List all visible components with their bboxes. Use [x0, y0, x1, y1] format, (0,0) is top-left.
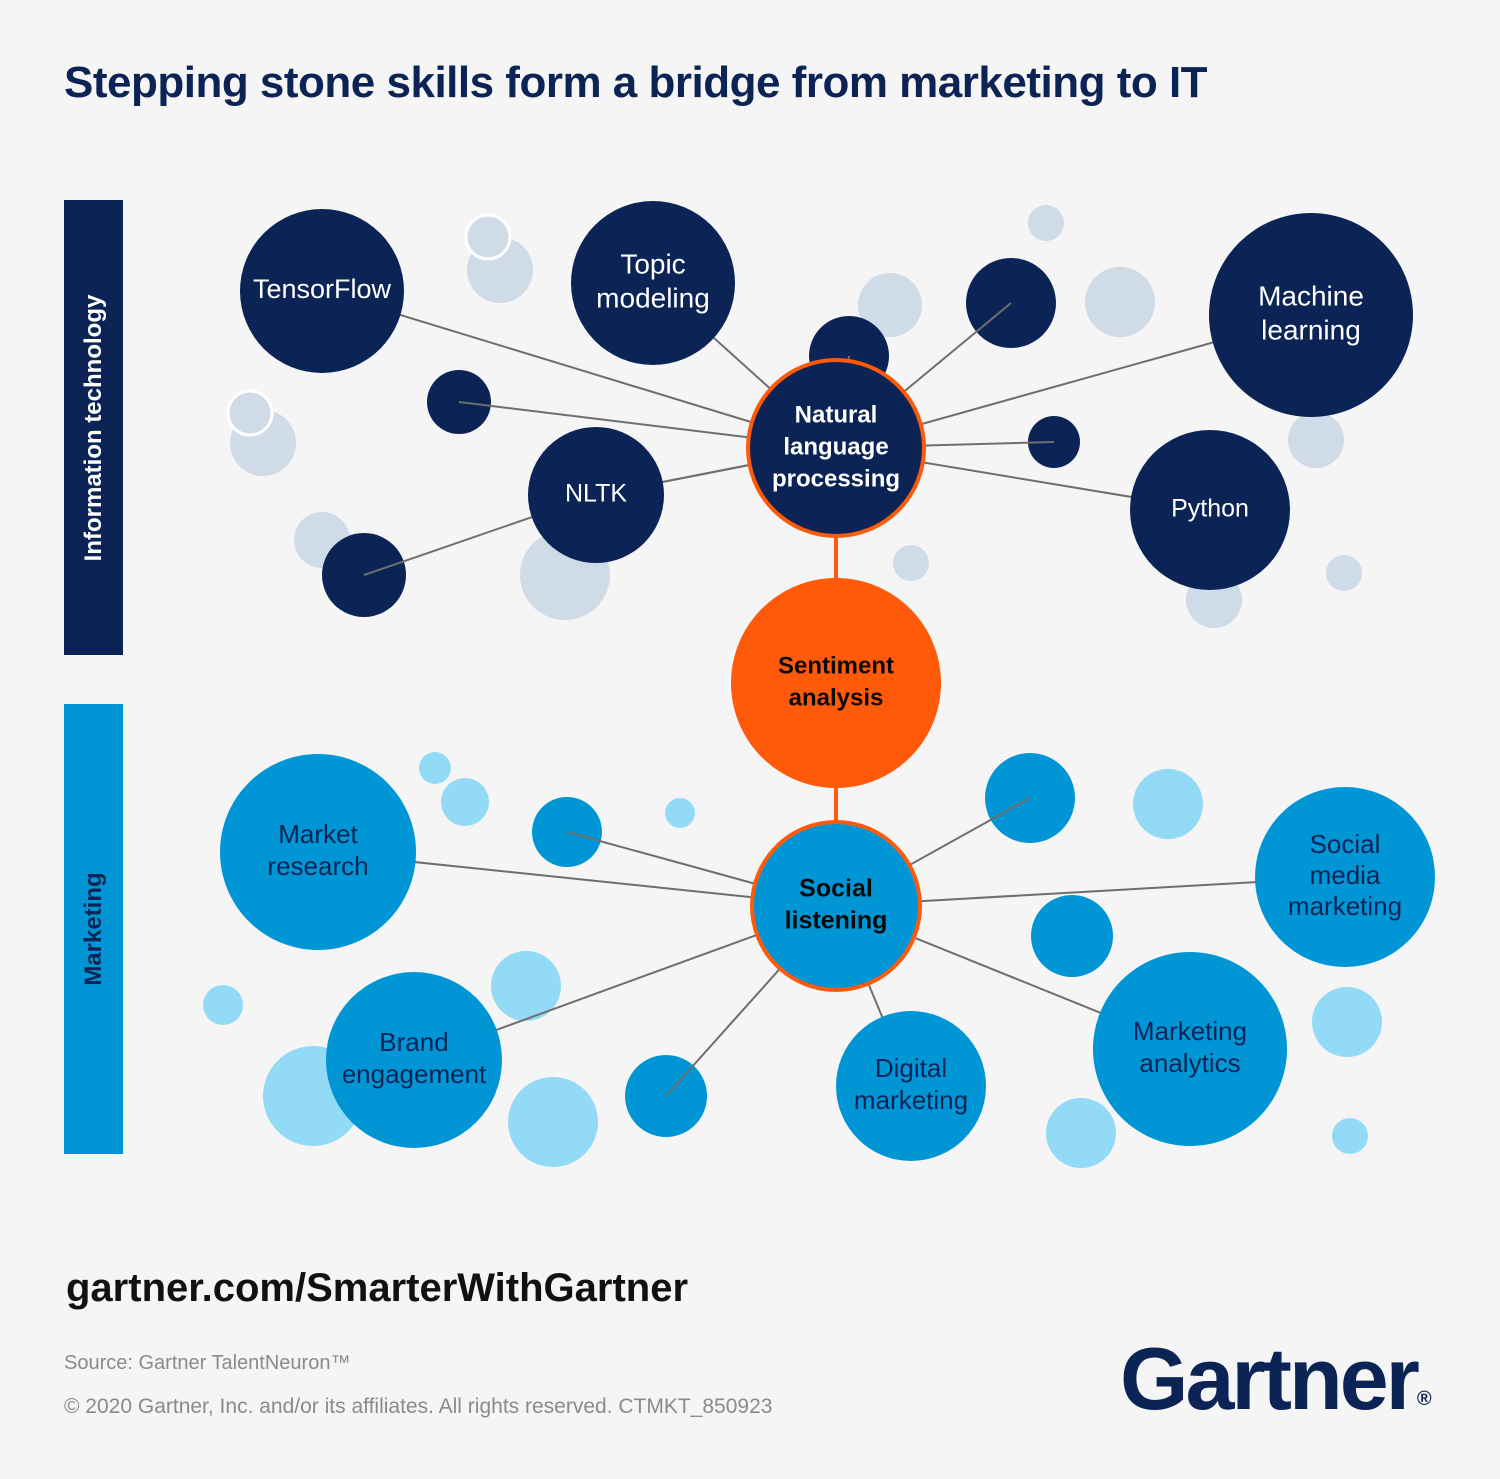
- satellite-circle-22: [203, 985, 243, 1025]
- node-label-analytics-1: analytics: [1139, 1048, 1240, 1078]
- node-circle-market-research: [220, 754, 416, 950]
- band-marketing: Marketing: [64, 704, 123, 1154]
- node-circle-sentiment: [731, 578, 941, 788]
- node-circle-ml: [1209, 213, 1413, 417]
- node-label-brand-0: Brand: [379, 1027, 448, 1057]
- satellite-circle-19: [441, 778, 489, 826]
- satellite-circle-6: [858, 273, 922, 337]
- node-label-topic-0: Topic: [620, 248, 685, 279]
- node-circle-tensorflow: [240, 209, 404, 373]
- satellite-circle-23: [491, 951, 561, 1021]
- node-label-brand-1: engagement: [342, 1059, 487, 1089]
- satellite-circle-12: [893, 545, 929, 581]
- gartner-logo: Gartner®: [1120, 1335, 1432, 1423]
- copyright-note: © 2020 Gartner, Inc. and/or its affiliat…: [64, 1395, 773, 1418]
- node-label-tensorflow-0: TensorFlow: [253, 274, 392, 304]
- node-label-market-research-1: research: [267, 851, 368, 881]
- node-circle-social: [750, 820, 922, 992]
- node-nlp: Natural language processing: [746, 358, 926, 538]
- node-label-digital-0: Digital: [875, 1053, 947, 1083]
- node-label-nltk-0: NLTK: [565, 480, 627, 508]
- satellite-circle-11: [1326, 555, 1362, 591]
- node-tensorflow: TensorFlow: [240, 209, 404, 373]
- source-note: Source: Gartner TalentNeuron™: [64, 1352, 351, 1374]
- node-label-social-0: Social: [799, 875, 873, 903]
- node-label-ml-1: learning: [1261, 314, 1361, 345]
- node-label-sentiment-1: analysis: [789, 684, 884, 711]
- satellite-circle-18: [419, 752, 451, 784]
- node-python: Python: [1130, 430, 1290, 590]
- node-nltk: NLTK: [528, 427, 664, 563]
- satellite-circle-1: [464, 213, 512, 261]
- node-label-ml-0: Machine: [1258, 280, 1364, 311]
- satellite-circle-26: [1046, 1098, 1116, 1168]
- node-label-digital-1: marketing: [854, 1085, 968, 1115]
- satellite-circle-7: [1028, 205, 1064, 241]
- node-label-nlp-0: Natural: [795, 401, 878, 428]
- band-information-technology: Information technology: [64, 200, 123, 655]
- satellite-circle-31: [1031, 895, 1113, 977]
- node-label-smm-0: Social: [1310, 829, 1381, 859]
- node-label-smm-1: media: [1310, 860, 1381, 890]
- node-label-nlp-1: language: [783, 433, 888, 460]
- satellite-circle-9: [1288, 412, 1344, 468]
- node-label-market-research-0: Market: [278, 819, 358, 849]
- registered-mark: ®: [1416, 1388, 1432, 1410]
- node-label-python-0: Python: [1171, 495, 1249, 523]
- node-label-smm-2: marketing: [1288, 891, 1402, 921]
- node-sentiment: Sentiment analysis: [731, 578, 941, 788]
- satellite-circle-27: [1312, 987, 1382, 1057]
- node-label-sentiment-0: Sentiment: [778, 652, 894, 679]
- logo-text: Gartner: [1120, 1329, 1420, 1428]
- node-label-nlp-2: processing: [772, 465, 900, 492]
- satellite-circle-28: [1332, 1118, 1368, 1154]
- satellite-circle-21: [1133, 769, 1203, 839]
- node-circle-analytics: [1093, 952, 1287, 1146]
- page-title: Stepping stone skills form a bridge from…: [64, 58, 1208, 107]
- node-circle-smm: [1255, 787, 1435, 967]
- node-circle-nlp: [746, 358, 926, 538]
- node-social: Social listening: [750, 820, 922, 992]
- satellite-circle-8: [1085, 267, 1155, 337]
- node-label-social-1: listening: [785, 907, 888, 935]
- node-circle-brand: [326, 972, 502, 1148]
- satellite-circle-20: [665, 798, 695, 828]
- node-circle-nltk: [528, 427, 664, 563]
- node-label-analytics-0: Marketing: [1133, 1016, 1247, 1046]
- node-circle-digital: [836, 1011, 986, 1161]
- node-label-topic-1: modeling: [596, 282, 710, 313]
- footer-url[interactable]: gartner.com/SmarterWithGartner: [66, 1266, 689, 1310]
- satellite-circle-3: [226, 389, 274, 437]
- node-circle-python: [1130, 430, 1290, 590]
- node-circle-topic: [571, 201, 735, 365]
- satellite-circle-25: [508, 1077, 598, 1167]
